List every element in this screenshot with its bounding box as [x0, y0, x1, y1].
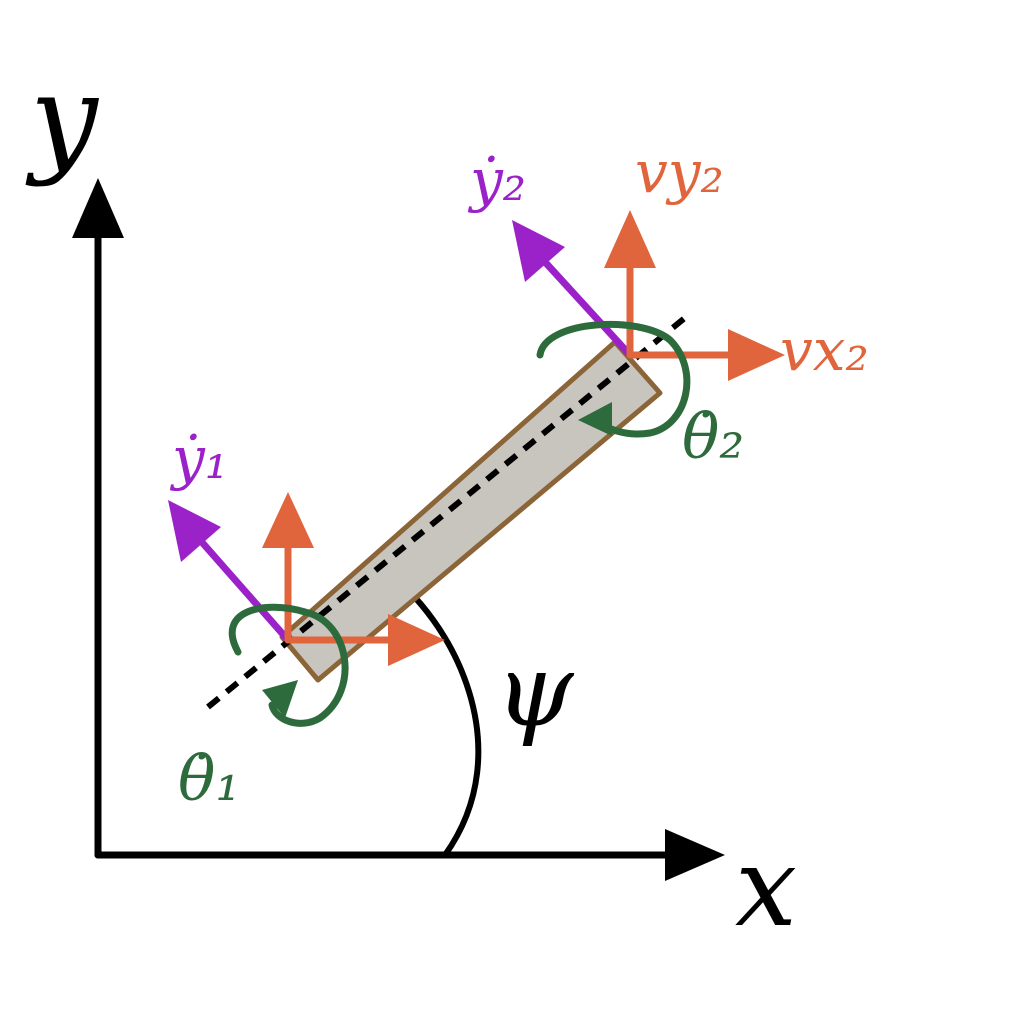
- node1-y-dot-label: ẏ₁: [169, 424, 228, 492]
- node1-vy-arrowhead: [262, 492, 314, 548]
- node2-rotation-arc: [536, 320, 691, 438]
- node2-vx-arrowhead: [728, 329, 785, 381]
- node2-vy-label: vy₂: [635, 138, 724, 206]
- node2-rotation-arrowhead: [578, 402, 612, 436]
- y-axis-label: y: [25, 50, 100, 189]
- x-axis-label: x: [735, 823, 797, 951]
- node-1: ẏ₁ θ̇₁: [168, 424, 445, 815]
- node1-lateral-arrow-shaft: [196, 536, 292, 644]
- node1-theta-dot-label: θ̇₁: [178, 742, 240, 815]
- node2-vx-label: vx₂: [780, 316, 869, 384]
- psi-label: ψ: [495, 632, 575, 749]
- axes: y x: [25, 50, 797, 951]
- node1-rotation-arrowhead: [262, 680, 298, 718]
- node2-vy-arrowhead: [604, 210, 656, 268]
- node-2: ẏ₂ vy₂ vx₂ θ̇₂: [467, 138, 869, 473]
- node2-lateral-arrow-shaft: [541, 258, 634, 359]
- beam-body: [279, 339, 663, 683]
- y-axis-arrowhead: [72, 178, 124, 238]
- x-axis-arrowhead: [665, 829, 725, 881]
- node1-rotation-arc: [228, 603, 349, 727]
- node1-vx-arrowhead: [388, 614, 445, 666]
- node2-theta-dot-label: θ̇₂: [682, 400, 744, 473]
- node1-lateral-arrowhead: [168, 500, 221, 562]
- node2-lateral-arrowhead: [512, 220, 565, 282]
- angle-psi: ψ: [379, 565, 575, 858]
- node2-y-dot-label: ẏ₂: [467, 146, 526, 214]
